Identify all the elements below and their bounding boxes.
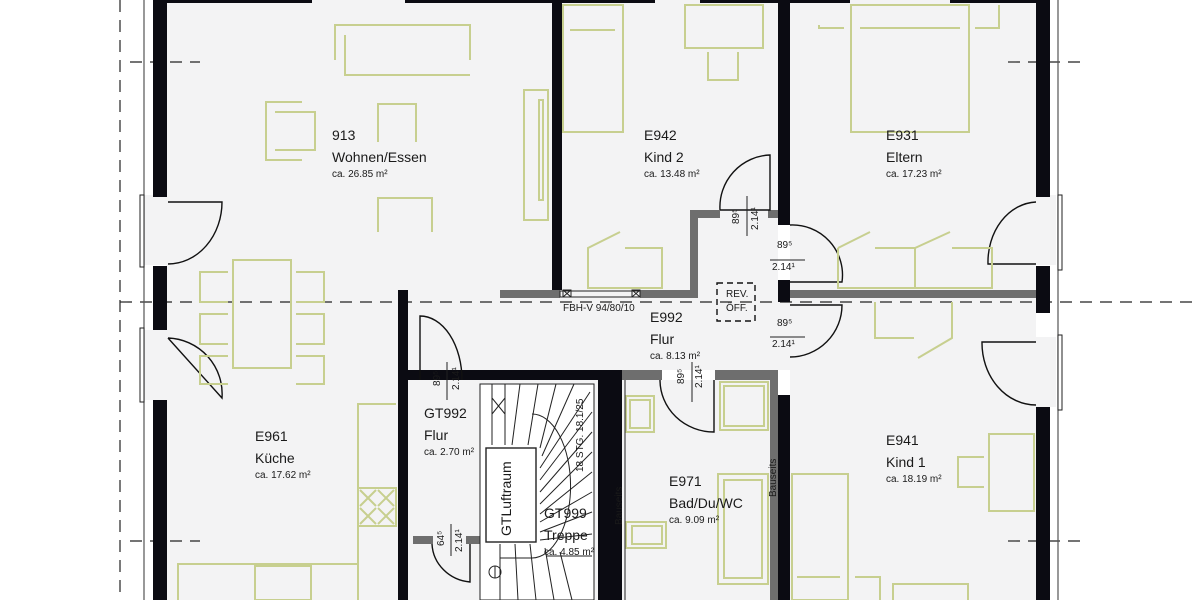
staircase bbox=[479, 383, 595, 600]
bauseits-label-right: Bauseits bbox=[768, 458, 779, 497]
rev-label-1: REV. bbox=[726, 289, 749, 300]
window-sensors bbox=[562, 289, 641, 298]
room-label-gt-flur: GT992 Flur ca. 2.70 m² bbox=[424, 406, 474, 458]
room-area: ca. 2.70 m² bbox=[424, 447, 475, 458]
room-code: GT992 bbox=[424, 405, 467, 421]
door-dim-width: 89⁵ bbox=[777, 240, 793, 251]
room-label-bad: E971 Bad/Du/WC ca. 9.09 m² bbox=[669, 474, 743, 526]
room-label-kueche: E961 Küche ca. 17.62 m² bbox=[255, 429, 311, 481]
door-dim-width: 89⁵ bbox=[731, 208, 742, 224]
room-label-treppe: GT999 Treppe ca. 4.85 m² bbox=[544, 506, 594, 558]
room-label-wohnen: 913 Wohnen/Essen ca. 26.85 m² bbox=[332, 128, 427, 180]
facade-lines bbox=[143, 0, 1059, 600]
room-name: Flur bbox=[650, 331, 675, 347]
door-dim-height: 2.14¹ bbox=[772, 262, 795, 273]
room-code: GT999 bbox=[544, 505, 587, 521]
dimension-lines bbox=[446, 196, 805, 556]
room-name: Bad/Du/WC bbox=[669, 495, 743, 511]
door-dim-height: 2.14¹ bbox=[772, 339, 795, 350]
room-area: ca. 18.19 m² bbox=[886, 474, 942, 485]
room-area: ca. 8.13 m² bbox=[650, 351, 701, 362]
door-dim-height: 2.14¹ bbox=[750, 207, 761, 230]
door-dim-height: 2.14¹ bbox=[451, 367, 462, 390]
room-label-kind2: E942 Kind 2 ca. 13.48 m² bbox=[644, 128, 700, 180]
room-code: E931 bbox=[886, 127, 919, 143]
walls bbox=[153, 0, 1050, 600]
doors bbox=[167, 154, 1037, 583]
stairs-label: 18 STG. 18.1/25 bbox=[575, 398, 586, 472]
windows bbox=[139, 194, 1063, 411]
room-name: Küche bbox=[255, 450, 295, 466]
door-dim-width: 89⁵ bbox=[432, 370, 443, 386]
fbh-label: FBH-V 94/80/10 bbox=[563, 303, 635, 314]
room-area: ca. 13.48 m² bbox=[644, 169, 700, 180]
door-dim-width: 64⁵ bbox=[436, 530, 447, 546]
room-area: ca. 17.62 m² bbox=[255, 470, 311, 481]
door-dim-height: 2.14¹ bbox=[694, 365, 705, 388]
room-name: Eltern bbox=[886, 149, 923, 165]
door-dim-width: 89⁵ bbox=[777, 318, 793, 329]
room-code: E971 bbox=[669, 473, 702, 489]
room-name: Flur bbox=[424, 427, 449, 443]
room-label-eltern: E931 Eltern ca. 17.23 m² bbox=[886, 128, 942, 180]
room-code: E941 bbox=[886, 432, 919, 448]
room-code: E942 bbox=[644, 127, 677, 143]
rev-opening bbox=[716, 282, 756, 322]
room-name: Kind 2 bbox=[644, 149, 684, 165]
room-code: E961 bbox=[255, 428, 288, 444]
room-name: Treppe bbox=[544, 527, 588, 543]
room-label-flur: E992 Flur ca. 8.13 m² bbox=[650, 310, 700, 362]
airspace-label: GTLuftraum bbox=[498, 461, 514, 536]
room-name: Wohnen/Essen bbox=[332, 149, 427, 165]
room-area: ca. 26.85 m² bbox=[332, 169, 388, 180]
rev-label-2: ÖFF. bbox=[726, 303, 748, 314]
door-dim-height: 2.14¹ bbox=[454, 529, 465, 552]
room-label-kind1: E941 Kind 1 ca. 18.19 m² bbox=[886, 433, 942, 485]
room-area: ca. 9.09 m² bbox=[669, 515, 720, 526]
room-code: 913 bbox=[332, 127, 356, 143]
furniture bbox=[177, 4, 1035, 600]
room-name: Kind 1 bbox=[886, 454, 926, 470]
room-area: ca. 17.23 m² bbox=[886, 169, 942, 180]
bauseits-label-left: Bauseits bbox=[614, 486, 625, 525]
room-code: E992 bbox=[650, 309, 683, 325]
room-area: ca. 4.85 m² bbox=[544, 547, 595, 558]
door-dim-width: 89⁵ bbox=[676, 368, 687, 384]
